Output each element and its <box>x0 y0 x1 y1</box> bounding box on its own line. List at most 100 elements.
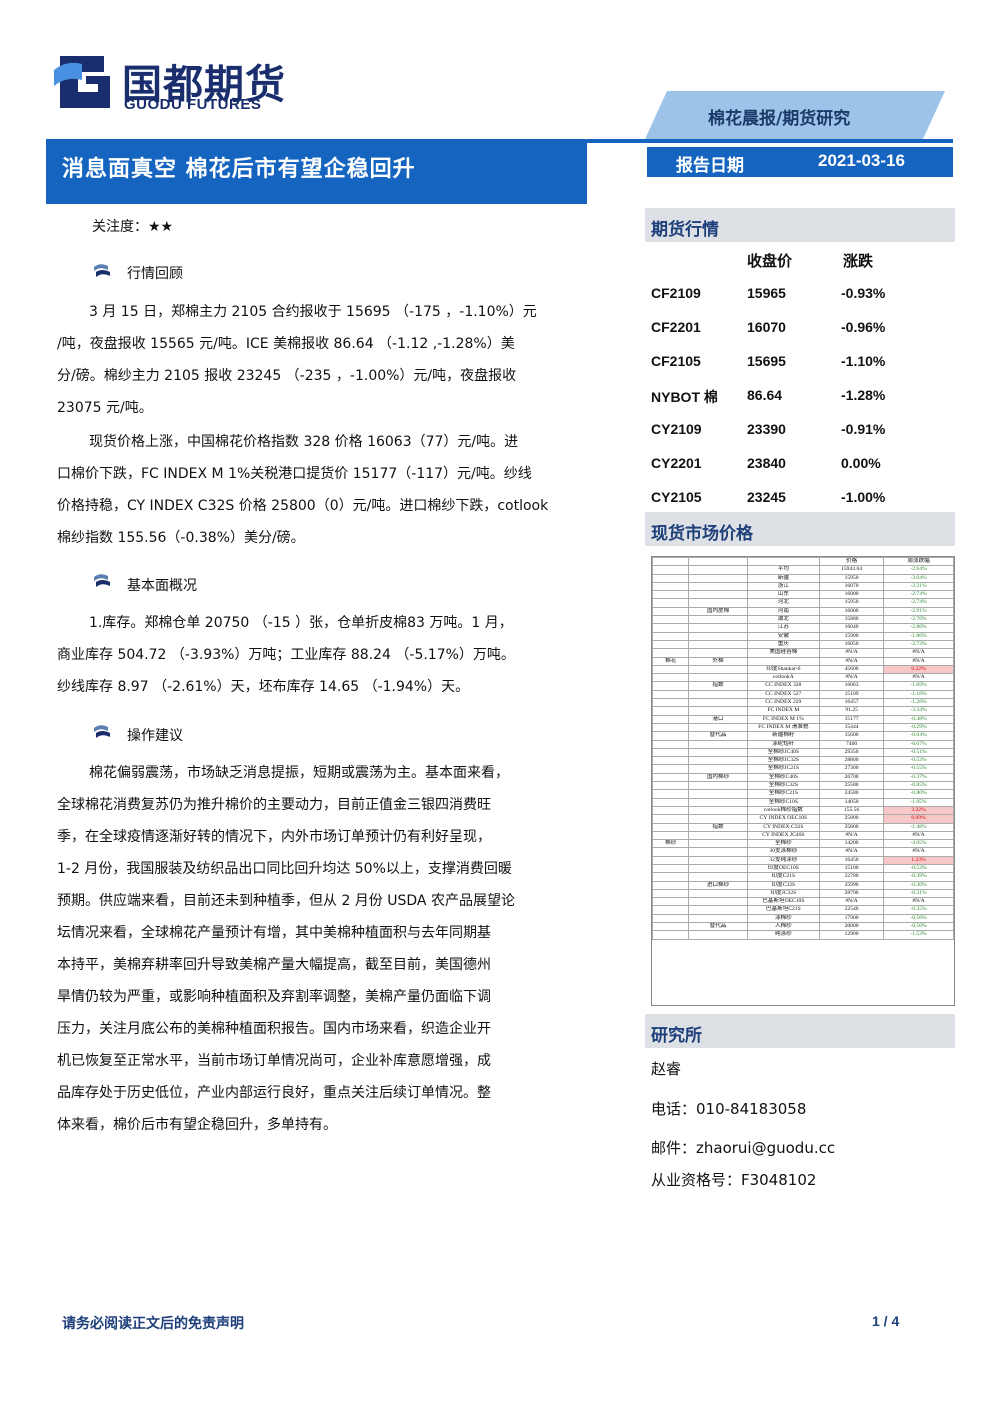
spot-price: #N/A <box>819 897 885 907</box>
section-icon <box>92 723 112 738</box>
futures-code: CF2109 <box>651 285 701 301</box>
review-paragraph-2: 现货价格上涨，中国棉花价格指数 328 价格 16063（77）元/吨。进 口棉… <box>57 434 549 546</box>
report-type-label: 棉花晨报/期货研究 <box>708 109 851 129</box>
spot-item: CY INDEX C32S <box>746 822 821 832</box>
spot-subcategory <box>688 805 748 816</box>
spot-change: 0.22% <box>883 664 954 675</box>
spot-item: 山东 <box>746 590 821 600</box>
section-icon <box>92 262 112 277</box>
spot-price: 28800 <box>819 756 885 766</box>
spot-item: 美国硅谷棉 <box>746 648 821 658</box>
spot-price: 15880 <box>819 615 885 625</box>
spot-subcategory <box>688 839 748 849</box>
spot-change: #N/A <box>883 847 954 857</box>
page-number: 1 / 4 <box>872 1313 900 1329</box>
spot-subcategory <box>688 598 748 608</box>
spot-price: #N/A <box>819 830 885 841</box>
futures-change: -0.91% <box>841 421 886 437</box>
spot-price: 25800 <box>819 814 885 824</box>
spot-subcategory <box>688 863 748 874</box>
spot-subcategory <box>688 673 748 683</box>
spot-subcategory <box>688 797 748 807</box>
analyst-email[interactable]: 邮件：zhaorui@guodu.cc <box>651 1139 836 1157</box>
spot-subcategory <box>688 764 748 774</box>
spot-row: cotlookA#N/A#N/A <box>651 673 954 683</box>
spot-item: 新疆 <box>746 573 821 583</box>
spot-category: 棉花 <box>651 656 690 666</box>
spot-price: 16070 <box>819 581 885 592</box>
spot-category <box>651 706 690 716</box>
spot-subcategory <box>688 930 748 940</box>
futures-close: 23840 <box>747 455 786 471</box>
spot-subcategory <box>688 648 748 658</box>
spot-price: 25580 <box>819 780 885 791</box>
logo-mark <box>52 50 114 114</box>
spot-subcategory <box>688 789 748 799</box>
spot-category <box>651 590 690 600</box>
spot-category <box>651 615 690 625</box>
spot-item: 巴基斯坦OEC10S <box>746 897 821 907</box>
spot-subcategory <box>688 698 748 708</box>
spot-change: -0.48% <box>883 714 954 724</box>
spot-price: 15600 <box>819 731 885 741</box>
spot-item: 巴基斯坦C21S <box>746 905 821 915</box>
spot-item: 30支涤棉纱 <box>746 847 821 857</box>
advice-paragraph: 棉花偏弱震荡，市场缺乏消息提振，短期或震荡为主。基本面来看， 全球棉花消费复苏仍… <box>57 765 515 1133</box>
logo-text-en: GUODU FUTURES <box>124 96 262 113</box>
futures-col-change: 涨跌 <box>843 252 874 270</box>
spot-row: CY INDEX JC40S#N/A#N/A <box>651 830 954 841</box>
spot-price: 29350 <box>819 747 885 758</box>
spot-item: 全棉纱JC40S <box>746 747 821 758</box>
spot-category <box>651 689 690 700</box>
spot-price: 15950 <box>819 598 885 608</box>
spot-change: -2.73% <box>883 639 954 650</box>
title-banner <box>46 143 587 204</box>
spot-change: -2.31% <box>883 581 954 592</box>
spot-category <box>651 880 690 890</box>
spot-category <box>651 789 690 799</box>
spot-category <box>651 639 690 650</box>
spot-category <box>651 772 690 783</box>
spot-category <box>651 714 690 724</box>
futures-heading-bar <box>645 208 955 242</box>
futures-heading: 期货行情 <box>651 220 719 240</box>
spot-price: 22780 <box>819 872 885 882</box>
spot-category <box>651 722 690 733</box>
spot-category <box>651 847 690 857</box>
spot-price: 15177 <box>819 714 885 724</box>
spot-category <box>651 905 690 915</box>
section-title-advice: 操作建议 <box>127 728 183 744</box>
spot-change: -1.86% <box>883 631 954 641</box>
spot-price: 155.56 <box>819 805 885 816</box>
spot-subcategory <box>688 590 748 600</box>
spot-category <box>651 598 690 608</box>
review-paragraph-1: 3 月 15 日，郑棉主力 2105 合约报收于 15695 （-175 ，-1… <box>57 304 537 416</box>
spot-item: 平均 <box>746 565 821 575</box>
spot-change: -1.53% <box>883 930 954 940</box>
spot-subcategory <box>688 615 748 625</box>
spot-item: 浙江 <box>746 581 821 592</box>
spot-price: 25990 <box>819 880 885 890</box>
futures-close: 15695 <box>747 353 786 369</box>
spot-item: 人棉纱 <box>746 922 821 932</box>
spot-item: 湖北 <box>746 615 821 625</box>
spot-change: 1.23% <box>883 855 954 866</box>
spot-price: 15900 <box>819 631 885 641</box>
spot-change: -0.55% <box>883 764 954 774</box>
spot-item: 全棉纱C32S <box>746 780 821 791</box>
spot-price: 12900 <box>819 930 885 940</box>
report-date-label: 报告日期 <box>676 156 744 176</box>
futures-close: 86.64 <box>747 387 783 403</box>
disclaimer-notice: 请务必阅读正文后的免责声明 <box>62 1316 244 1332</box>
